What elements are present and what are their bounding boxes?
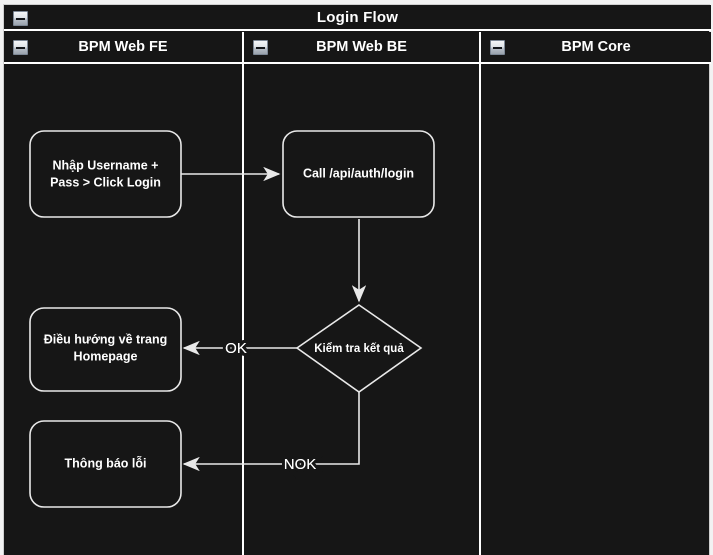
edge-label-nok: NOK bbox=[284, 456, 317, 473]
lane-header-bpm-web-be[interactable]: BPM Web BE bbox=[244, 32, 479, 64]
lane-divider-fe-be bbox=[242, 32, 244, 555]
minus-box-icon[interactable] bbox=[490, 40, 505, 55]
edge-check-to-error bbox=[182, 392, 360, 472]
lane-header-bpm-core[interactable]: BPM Core bbox=[481, 32, 711, 64]
lane-header-bpm-web-fe[interactable]: BPM Web FE bbox=[4, 32, 242, 64]
lane-label-bpm-web-fe: BPM Web FE bbox=[78, 39, 168, 55]
edge-label-nok-halo: NOK bbox=[284, 456, 317, 473]
minus-box-icon[interactable] bbox=[253, 40, 268, 55]
page-title: Login Flow bbox=[316, 8, 399, 26]
flow-layer: Nhập Username + Pass > Click Login Call … bbox=[29, 130, 435, 508]
node-check-result[interactable] bbox=[295, 304, 423, 393]
minus-box-icon[interactable] bbox=[13, 11, 28, 26]
pool-login-flow: Login Flow BPM Web FE BPM Web BE BPM Cor… bbox=[3, 4, 711, 555]
lane-divider-be-core bbox=[479, 32, 481, 555]
node-show-error[interactable] bbox=[29, 420, 182, 508]
node-go-home[interactable] bbox=[29, 307, 182, 392]
node-call-api[interactable] bbox=[282, 130, 435, 218]
node-login-input[interactable] bbox=[29, 130, 182, 218]
pool-title-bar: Login Flow bbox=[4, 5, 711, 31]
minus-box-icon[interactable] bbox=[13, 40, 28, 55]
lane-label-bpm-core: BPM Core bbox=[561, 39, 631, 55]
lane-label-bpm-web-be: BPM Web BE bbox=[316, 39, 407, 55]
